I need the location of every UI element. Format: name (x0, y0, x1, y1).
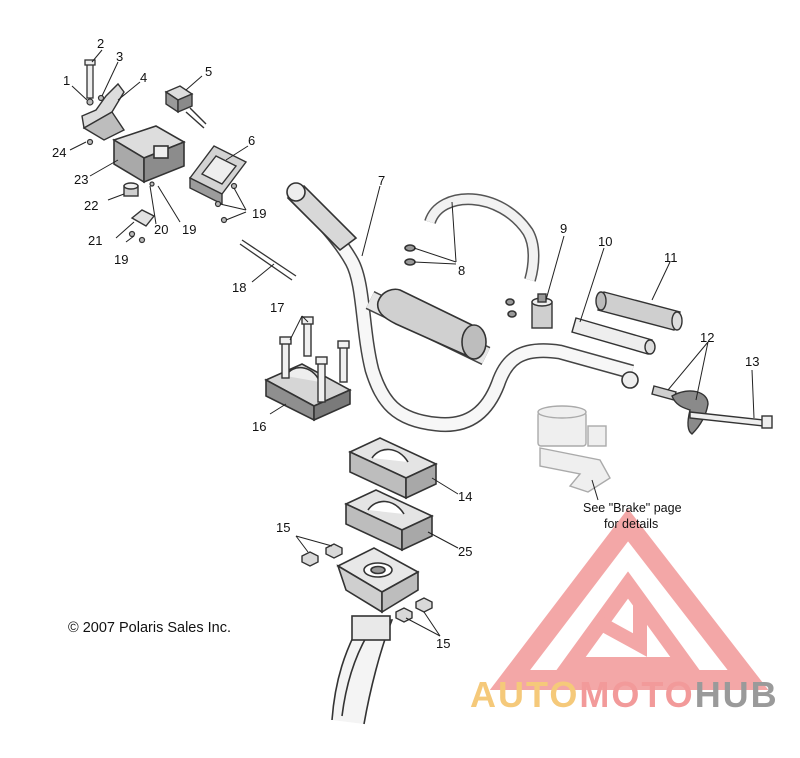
callout-3: 3 (116, 49, 123, 64)
callout-14: 14 (458, 489, 472, 504)
button-21 (130, 209, 156, 227)
watermark-hub: HUB (694, 674, 779, 715)
copyright-text: © 2007 Polaris Sales Inc. (68, 620, 232, 636)
steering-column (331, 615, 394, 725)
callout-11: 11 (664, 250, 678, 265)
bar-right-end (621, 371, 639, 389)
callout-15-left: 15 (276, 520, 290, 535)
callout-19-b: 19 (252, 206, 266, 221)
callout-24: 24 (52, 145, 66, 160)
nut-left-15 (301, 543, 343, 567)
cable-18 (239, 239, 297, 281)
bolts-17 (279, 316, 350, 403)
callout-13: 13 (745, 354, 759, 369)
grip-tube-10 (571, 317, 656, 355)
callout-19-a: 19 (182, 222, 196, 237)
brace-pad-8 (404, 193, 540, 318)
callout-17: 17 (270, 300, 284, 315)
right-grip-11 (595, 291, 683, 331)
lower-clamp-14 (348, 437, 438, 500)
callout-10: 10 (598, 234, 612, 249)
crossbar-pad (376, 288, 487, 360)
left-grip (286, 182, 358, 252)
callout-1: 1 (63, 73, 70, 88)
callout-12: 12 (700, 330, 714, 345)
callout-21: 21 (88, 233, 102, 248)
upper-clamp-16 (264, 363, 352, 422)
callout-23: 23 (74, 172, 88, 187)
bracket-4 (81, 82, 126, 141)
switch-housing-23 (112, 125, 186, 184)
callout-15-right: 15 (436, 636, 450, 651)
callout-16: 16 (252, 419, 266, 434)
leader-lines (69, 49, 755, 637)
brake-note-line-1: See "Brake" page (583, 501, 682, 515)
callout-20: 20 (154, 222, 168, 237)
callout-8: 8 (458, 263, 465, 278)
watermark-wordmark: AUTOMOTOHUB (470, 674, 779, 716)
callout-5: 5 (205, 64, 212, 79)
bolt-13 (689, 411, 773, 429)
callout-2: 2 (97, 36, 104, 51)
callout-9: 9 (560, 221, 567, 236)
brake-master-cylinder (537, 405, 611, 493)
lower-clamp-25 (344, 489, 434, 552)
column-bracket (336, 547, 420, 614)
watermark-moto: MOTO (579, 674, 695, 715)
callout-18: 18 (232, 280, 246, 295)
callout-labels: 1 2 3 4 5 6 7 8 9 10 11 12 13 14 15 15 1… (52, 36, 759, 651)
callout-19-c: 19 (114, 252, 128, 267)
callout-6: 6 (248, 133, 255, 148)
throttle-housing-9 (531, 293, 553, 329)
switch-5 (164, 85, 207, 129)
brake-note-line-2: for details (604, 517, 658, 531)
small-parts-1-3-24 (86, 94, 105, 146)
callout-7: 7 (378, 173, 385, 188)
watermark-logo (489, 508, 769, 690)
callout-25: 25 (458, 544, 472, 559)
cap-22 (123, 182, 139, 197)
lever-12 (651, 385, 709, 435)
callout-22: 22 (84, 198, 98, 213)
brake-note: See "Brake" page for details (583, 501, 682, 531)
screw-2 (84, 59, 96, 99)
watermark-auto: AUTO (470, 674, 580, 715)
callout-4: 4 (140, 70, 147, 85)
nut-right-15 (395, 597, 433, 623)
